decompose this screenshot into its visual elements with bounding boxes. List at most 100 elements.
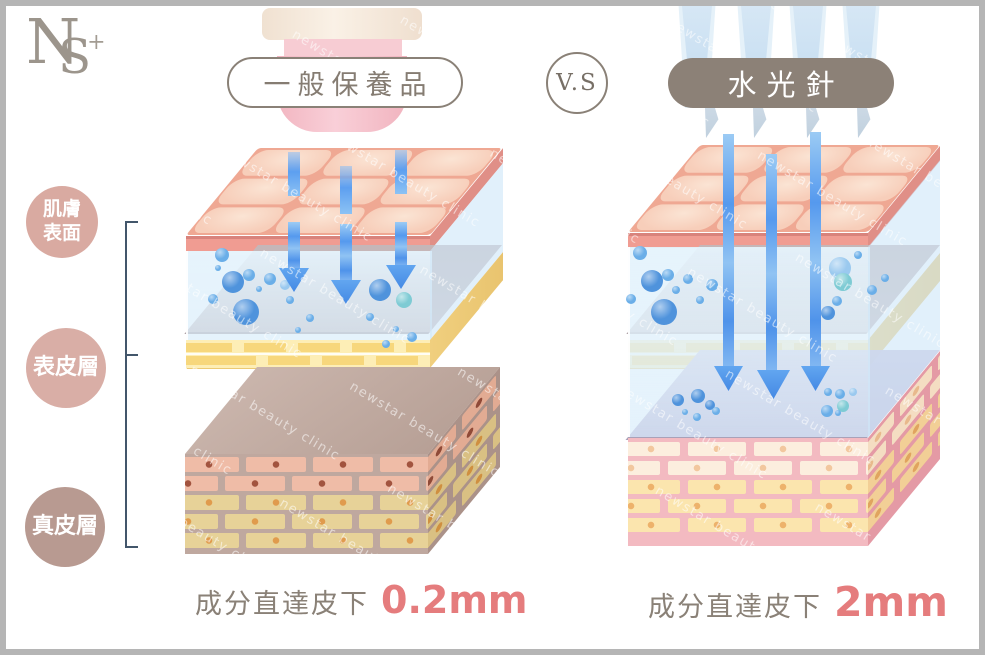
serum-particle [834,273,852,291]
dermis-brick [313,533,373,548]
arrow-shaft-icon [766,154,777,372]
dermis-brick [754,518,812,532]
serum-particle [837,400,849,412]
dermis-brick [628,461,660,475]
dermis-brick [246,533,306,548]
label-epidermis: 表皮層 [26,328,106,408]
right-caption-text: 成分直達皮下 [648,592,822,623]
left-caption: 成分直達皮下 0.2mm [195,578,528,622]
bracket-tick [125,354,138,356]
serum-particle [854,251,862,259]
serum-particle [682,409,688,415]
serum-particle [208,294,218,304]
dermis-brick [185,457,239,472]
dermis-brick [246,495,306,510]
dermis-brick [380,457,428,472]
serum-particle [672,286,680,294]
serum-particle [306,314,314,322]
serum-particle [867,285,877,295]
dermis-brick [667,499,726,513]
left-dermis-front [185,454,428,554]
dermis-brick [865,499,868,513]
serum-particle [824,388,832,396]
right-caption-value: 2mm [834,578,948,626]
serum-particle [849,388,857,396]
serum-particle [683,274,693,284]
label-text: 肌膚 [42,198,81,221]
serum-particle [256,286,262,292]
serum-particle [706,279,718,291]
bottle-neck-icon [284,39,402,58]
serum-particle [215,248,229,262]
dermis-brick [820,480,868,494]
dermis-brick [820,518,868,532]
dermis-brick [628,480,680,494]
serum-particle [407,332,417,342]
dermis-brick [733,461,792,475]
serum-particle [662,269,674,281]
dermis-brick [359,514,419,529]
bracket-tick [125,221,138,223]
serum-particle [835,410,841,416]
dermis-brick [426,514,428,529]
dermis-brick [426,476,428,491]
dermis-brick [225,514,285,529]
serum-particle [712,407,720,415]
serum-particle [691,389,705,403]
serum-particle [396,292,412,308]
right-title-label: 水光針 [727,68,845,102]
serum-particle [821,405,833,417]
dermis-brick [667,461,726,475]
serum-particle [243,269,255,281]
serum-particle [821,306,835,320]
right-caption: 成分直達皮下 2mm [648,578,948,626]
label-text: 表面 [42,222,81,244]
arrow-shaft-icon [340,224,352,282]
arrow-shaft-icon [395,150,407,194]
logo-letter-s: S [58,29,92,85]
left-caption-text: 成分直達皮下 [195,589,369,620]
left-title-label: 一般保養品 [263,70,434,101]
left-box-corner-line [186,368,187,452]
arrow-shaft-icon [723,134,734,368]
left-caption-value: 0.2mm [381,578,528,622]
right-dermis-front [628,438,868,546]
label-dermis: 真皮層 [25,487,105,567]
dermis-brick [380,533,428,548]
arrow-shaft-icon [288,152,300,196]
left-title-pill: 一般保養品 [227,57,463,108]
dermis-brick [185,514,218,529]
serum-particle [393,326,399,332]
serum-particle [672,394,684,406]
serum-particle [264,273,276,285]
serum-particle [881,274,889,282]
dermis-brick [820,442,868,456]
brand-logo: NS+ [26,11,110,86]
serum-particle [366,313,374,321]
serum-particle [280,280,290,290]
dermis-brick [380,495,428,510]
dermis-brick [185,476,218,491]
logo-plus-icon: + [87,30,106,55]
vs-label: V.S [556,70,598,96]
dermis-brick [185,533,239,548]
serum-particle [633,246,647,260]
serum-particle [641,270,663,292]
dermis-brick [185,495,239,510]
arrow-shaft-icon [288,222,300,270]
dermis-brick [628,518,680,532]
label-text: 真皮層 [31,514,98,540]
depth-bracket [125,222,127,548]
dermis-brick [225,476,285,491]
logo-letter-n: N [26,5,81,78]
arrow-shaft-icon [810,132,821,368]
arrow-shaft-icon [395,222,407,267]
dermis-brick [799,461,858,475]
serum-particle [626,294,636,304]
bottle-cap-icon [262,8,422,40]
